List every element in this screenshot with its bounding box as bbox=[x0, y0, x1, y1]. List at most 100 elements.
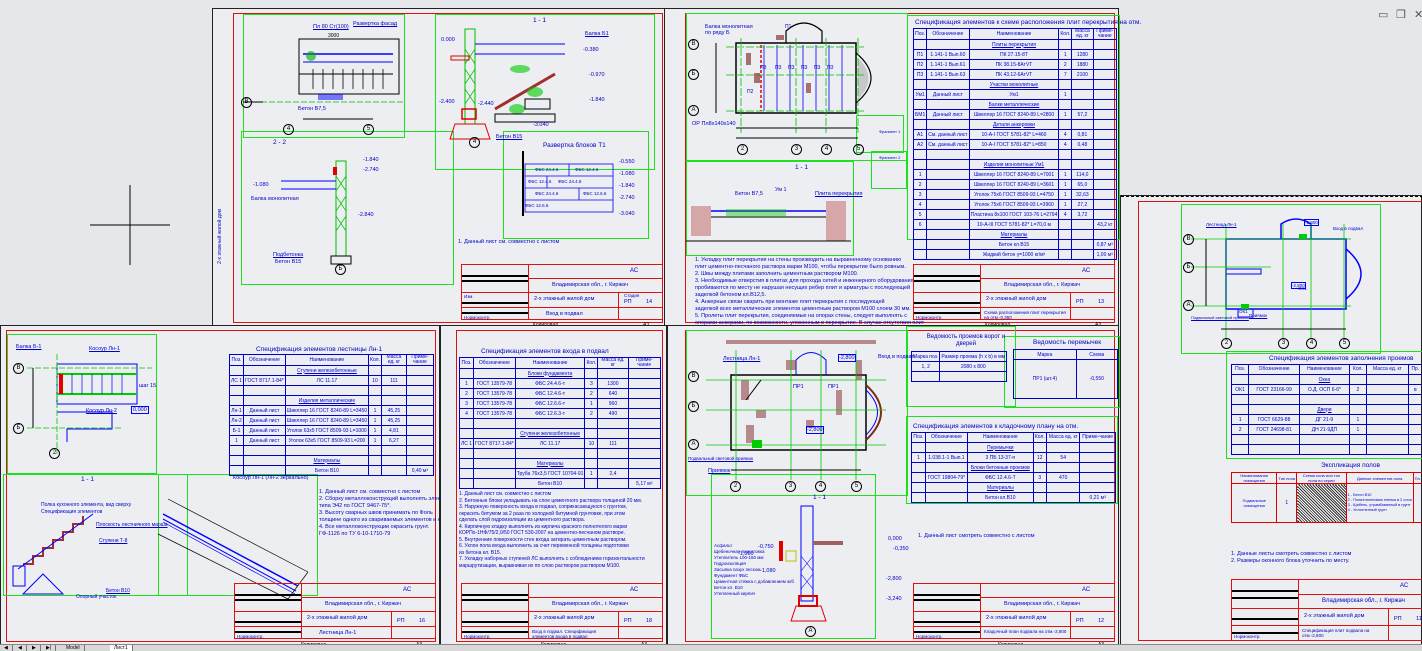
sheet-11[interactable]: Лестница Лн-1 Вход в подвал ОК1 ОК1 Прия… bbox=[1120, 195, 1422, 647]
label: Лестница Лн-1 bbox=[1206, 222, 1237, 227]
sheet-frame bbox=[233, 13, 663, 323]
crosshair-cursor bbox=[90, 185, 170, 265]
spec-title: Спецификация элементов к кладочному план… bbox=[913, 423, 1079, 430]
viewport-section-1-1[interactable] bbox=[435, 14, 655, 170]
sheet-notes: 1. Данный лист см. совместно с листом 2.… bbox=[319, 489, 462, 537]
col-header: Наименование bbox=[284, 354, 370, 366]
spec-title: Спецификация элементов к схеме расположе… bbox=[915, 19, 1142, 26]
sheet-12[interactable]: Лестница Лн-1 Вход в подвал -2,800 -2,80… bbox=[667, 325, 1120, 648]
label: Бетон В15 bbox=[496, 134, 523, 140]
label: Косоур Лн-2 bbox=[86, 408, 117, 414]
label: Вход в подвал bbox=[1333, 226, 1364, 231]
label: Спецификация элементов bbox=[41, 509, 103, 515]
slab-mark: П3 bbox=[775, 65, 782, 71]
restore-icon[interactable]: ❐ bbox=[1396, 9, 1406, 21]
title-block: АС Владимирская обл., г. Киржач 2-х этаж… bbox=[913, 583, 1115, 639]
axis-marker: 2 bbox=[1221, 338, 1232, 349]
tab-model[interactable]: Model bbox=[62, 645, 85, 651]
viewport-section[interactable] bbox=[686, 161, 854, 256]
tab-nav-next[interactable]: ▶ bbox=[28, 645, 41, 651]
floors-title: Экспликация полов bbox=[1321, 462, 1380, 469]
block-label: ФБС 12.4.6 bbox=[575, 167, 599, 172]
viewport-spec[interactable] bbox=[906, 416, 1118, 504]
axis-marker: 3 bbox=[791, 144, 802, 155]
viewport-unfold[interactable] bbox=[503, 131, 649, 239]
sheet-14[interactable]: 2-х этажный жилой дом В 4 5 Развертка фа… bbox=[212, 8, 667, 328]
section-title: 2 - 2 bbox=[273, 139, 287, 146]
floors-table: Наименование помещения Тип пола Схема по… bbox=[1230, 472, 1422, 523]
col-header: Приме-чание bbox=[405, 354, 435, 366]
sheet-number: 12 bbox=[1098, 618, 1105, 624]
slab-mark: П3 bbox=[801, 65, 808, 71]
sheet-note: 1. Данный лист смотреть совместно с лист… bbox=[918, 533, 1035, 539]
viewport-detail-1[interactable] bbox=[856, 115, 904, 153]
axis-marker: Б bbox=[1183, 262, 1194, 273]
table-row: Блоки фундамента bbox=[458, 368, 662, 379]
sheet-16[interactable]: В Б 2 Балка Б-1 Косоур Лн-1 Косоур Лн-2 … bbox=[0, 325, 462, 648]
col-header: Обозначение bbox=[243, 354, 286, 366]
viewport-plan[interactable] bbox=[243, 14, 405, 138]
sheet-number: 14 bbox=[646, 299, 653, 305]
col-header: Наименование помещения bbox=[1230, 472, 1278, 484]
detail-label: Фрагмент 2 bbox=[879, 155, 901, 160]
level-mark: -2,800 bbox=[1304, 219, 1319, 226]
unfold-title: Развертка блоков Т1 bbox=[543, 142, 606, 149]
tab-layout-1[interactable]: Лист1 bbox=[110, 645, 133, 651]
spec-title: Спецификация элементов лестницы Лн-1 bbox=[256, 346, 383, 353]
sheet-number: 11 bbox=[1416, 616, 1422, 622]
label: Плита перекрытия bbox=[815, 191, 863, 197]
sheet-13[interactable]: Балка монолитная по ряду Б В Б А 2 3 4 5… bbox=[664, 8, 1141, 340]
label: Ступени Т-8 bbox=[99, 538, 128, 544]
tab-nav-prev[interactable]: ◀ bbox=[14, 645, 27, 651]
section-drawing bbox=[779, 505, 843, 622]
label: ПР1 bbox=[828, 384, 839, 390]
cell: 1 bbox=[1276, 483, 1298, 523]
viewport-section[interactable] bbox=[711, 474, 876, 639]
sheet-note: 2. Размеры оконного блока уточнить по ме… bbox=[1231, 558, 1350, 564]
viewport-spec[interactable] bbox=[1226, 351, 1422, 459]
viewport-masonry-plan[interactable] bbox=[686, 330, 908, 496]
slab-mark: П3 bbox=[814, 65, 821, 71]
col-header: Поз. bbox=[911, 432, 926, 443]
table-row: Материалы bbox=[911, 482, 1116, 493]
viewport-basement-plan[interactable] bbox=[1181, 204, 1381, 354]
table-row: Двери bbox=[1230, 404, 1422, 415]
viewport-detail-2[interactable] bbox=[871, 151, 907, 189]
viewport-stair-plan[interactable] bbox=[7, 334, 157, 474]
col-header: Приме-чание bbox=[627, 357, 662, 369]
level-mark: -1,000 bbox=[738, 551, 754, 557]
unfold-drawing bbox=[522, 151, 614, 216]
col-header: Масса ед. кг bbox=[1046, 432, 1081, 443]
sheet-frame bbox=[456, 330, 663, 642]
sheet-edge bbox=[1121, 196, 1422, 197]
masonry-plan-drawing bbox=[706, 340, 886, 480]
col-header: Наименование bbox=[1298, 364, 1350, 375]
table-row: Блоки бетонные проемов bbox=[911, 462, 1116, 473]
stair-section-drawing bbox=[12, 513, 94, 595]
tab-nav-last[interactable]: ▶| bbox=[42, 645, 57, 651]
level-mark: -2.740 bbox=[363, 167, 379, 173]
sheet-18[interactable]: Спецификация элементов входа в подвал По… bbox=[440, 325, 667, 648]
sheet-side-stamp: 2-х этажный жилой дом bbox=[217, 209, 223, 264]
section-labels: Асфальт Щебеночная подготовка Утеплитель… bbox=[714, 543, 794, 596]
tab-nav-first[interactable]: ◀ bbox=[0, 645, 13, 651]
level-mark: -1.840 bbox=[619, 183, 635, 189]
viewport-section-2-2[interactable] bbox=[241, 131, 454, 285]
minimize-icon[interactable]: ▭ bbox=[1378, 9, 1389, 21]
cell: Подвальные помещения bbox=[1230, 483, 1278, 523]
sheet-number: 16 bbox=[419, 618, 426, 624]
close-icon[interactable]: ✕ bbox=[1414, 9, 1422, 21]
